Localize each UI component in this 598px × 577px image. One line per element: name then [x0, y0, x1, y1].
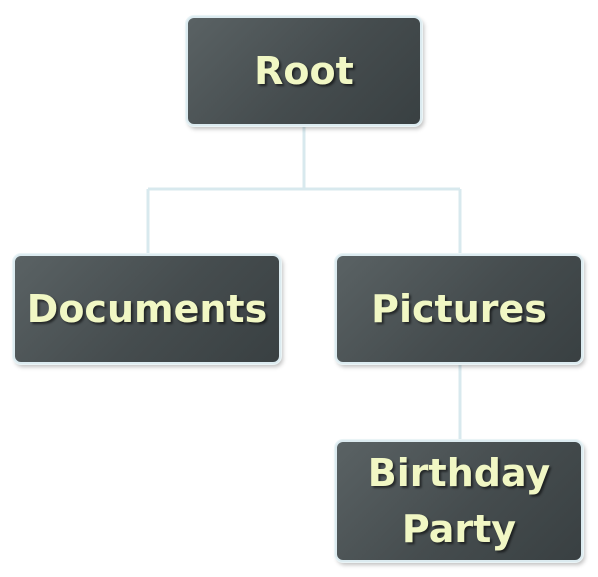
node-birthday-party: Birthday Party — [335, 440, 583, 562]
node-birthday-party-label: Birthday Party — [367, 451, 551, 551]
node-root-label: Root — [254, 49, 354, 93]
node-root: Root — [186, 16, 422, 126]
node-documents-label: Documents — [26, 287, 268, 331]
node-pictures: Pictures — [335, 254, 583, 364]
connector-root-to-children — [146, 126, 462, 254]
node-documents: Documents — [13, 254, 281, 364]
node-pictures-label: Pictures — [371, 287, 547, 331]
